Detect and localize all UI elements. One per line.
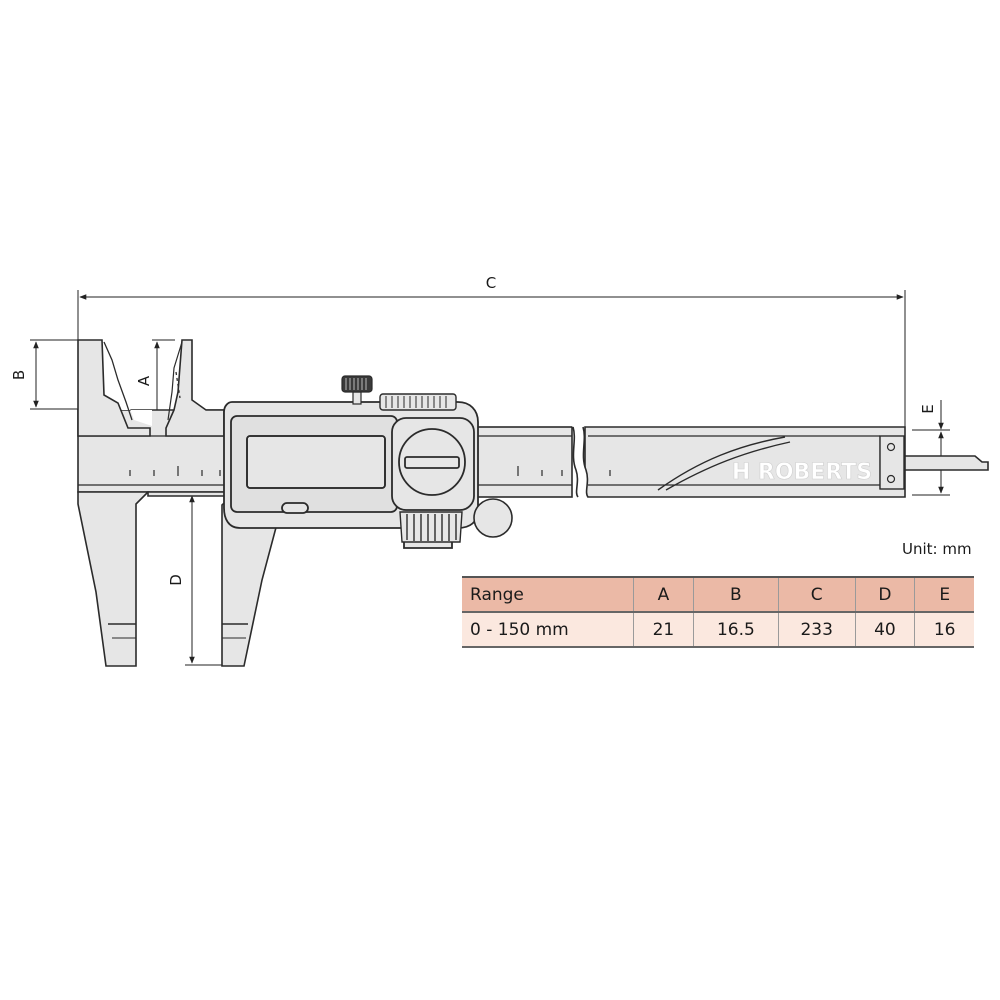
- header-e: E: [914, 576, 974, 613]
- cell-e: 16: [914, 611, 974, 648]
- cell-d: 40: [854, 611, 916, 648]
- fixed-jaw: [77, 339, 152, 667]
- unit-label: Unit: mm: [902, 540, 972, 558]
- dim-label-e: E: [919, 404, 937, 413]
- thumb-roller: [399, 511, 463, 543]
- cell-b: 16.5: [692, 611, 779, 648]
- header-b: B: [692, 576, 779, 613]
- header-range: Range: [462, 576, 634, 613]
- fine-adjust-wheel: [473, 498, 513, 538]
- table-header-row: Range A B C D E: [462, 576, 974, 613]
- dial-button: [391, 417, 475, 511]
- header-d: D: [854, 576, 916, 613]
- header-c: C: [777, 576, 856, 613]
- watermark: H ROBERTS: [732, 460, 872, 485]
- header-a: A: [633, 576, 694, 613]
- spec-table: Range A B C D E 0 - 150 mm 21 16.5 233 4…: [462, 576, 974, 648]
- cell-c: 233: [777, 611, 856, 648]
- cell-a: 21: [633, 611, 694, 648]
- digital-display: [246, 435, 386, 489]
- dim-label-b: B: [10, 370, 28, 380]
- dim-label-d: D: [167, 574, 185, 586]
- cell-range: 0 - 150 mm: [462, 611, 634, 648]
- beam-break: [572, 425, 589, 499]
- table-row: 0 - 150 mm 21 16.5 233 40 16: [462, 611, 974, 648]
- dim-label-c: C: [486, 274, 496, 292]
- top-knurl: [379, 393, 457, 411]
- dim-label-a: A: [135, 375, 153, 386]
- depth-rod-end: [879, 435, 905, 490]
- dimension-e: E: [912, 400, 950, 496]
- clamp-screw: [341, 375, 373, 405]
